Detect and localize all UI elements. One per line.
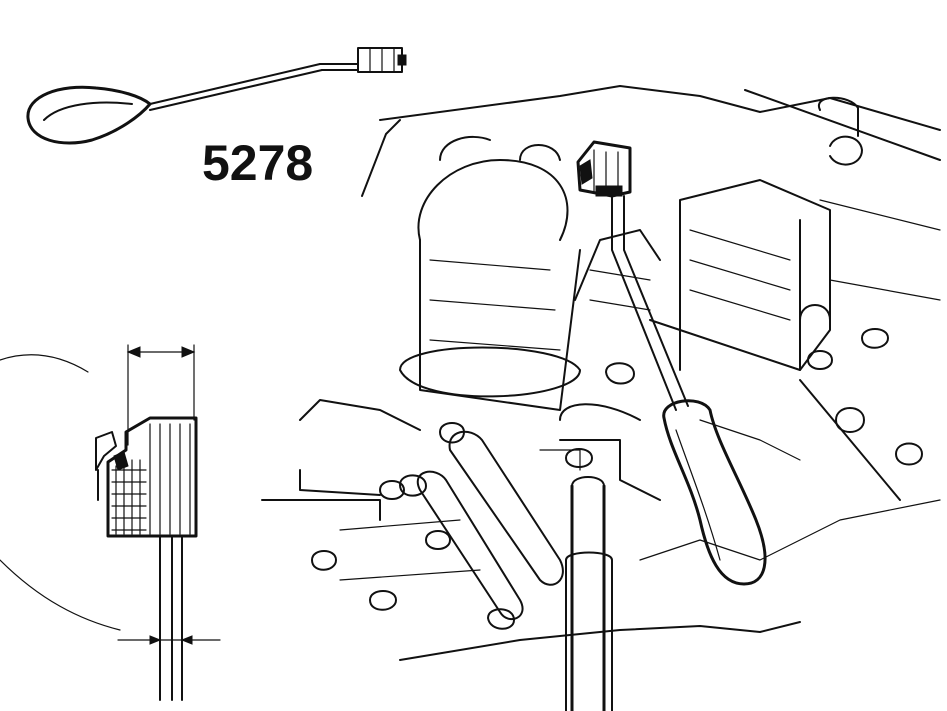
tool-in-use bbox=[576, 140, 767, 586]
tool-part-number: 5278 bbox=[202, 135, 313, 191]
assembly-drawing bbox=[261, 85, 941, 711]
tool-sketch bbox=[26, 47, 407, 145]
cutaway-detail bbox=[0, 344, 221, 701]
